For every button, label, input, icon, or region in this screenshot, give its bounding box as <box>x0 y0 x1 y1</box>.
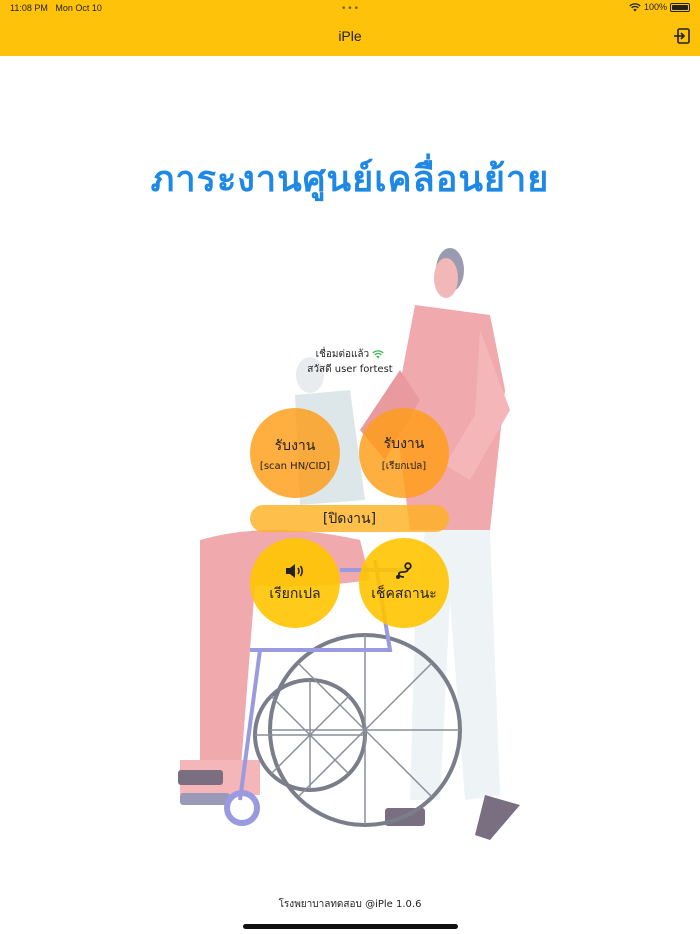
connection-status-text: เชื่อมต่อแล้ว <box>315 349 370 360</box>
receive-job-scan-label: รับงาน <box>274 437 316 454</box>
wifi-connected-icon <box>372 349 385 358</box>
footer-text: โรงพยาบาลทดสอบ @iPle 1.0.6 <box>278 899 422 910</box>
check-status-button[interactable]: เช็คสถานะ <box>359 538 449 628</box>
status-date: Mon Oct 10 <box>55 3 102 13</box>
call-stretcher-button[interactable]: เรียกเปล <box>250 538 340 628</box>
home-indicator[interactable] <box>243 924 458 929</box>
wheelchair-illustration <box>178 248 520 840</box>
check-status-label: เช็คสถานะ <box>371 585 437 602</box>
route-icon <box>396 561 412 579</box>
connection-status: เชื่อมต่อแล้ว <box>300 347 400 362</box>
status-right: 100% <box>629 2 690 12</box>
user-greeting: สวัสดี user fortest <box>307 364 393 375</box>
logout-icon[interactable] <box>672 26 692 46</box>
receive-job-call-button[interactable]: รับงาน [เรียกเปล] <box>359 408 449 498</box>
close-job-label: [ปิดงาน] <box>322 510 377 527</box>
receive-job-call-label: รับงาน <box>383 435 425 452</box>
call-stretcher-label: เรียกเปล <box>269 585 321 602</box>
battery-icon <box>670 2 690 12</box>
close-job-button[interactable]: [ปิดงาน] <box>250 505 449 532</box>
receive-job-scan-sub: [scan HN/CID] <box>259 460 331 472</box>
wifi-status-icon <box>629 2 641 11</box>
battery-percent: 100% <box>643 2 667 12</box>
app-title: iPle <box>338 28 362 44</box>
multitask-dots[interactable]: ••• <box>341 4 360 14</box>
receive-job-call-sub: [เรียกเปล] <box>381 460 427 472</box>
top-bar: 11:08 PM Mon Oct 10 ••• 100% iPle <box>0 0 700 56</box>
page-title: ภาระงานศูนย์เคลื่อนย้าย <box>150 159 550 200</box>
receive-job-scan-button[interactable]: รับงาน [scan HN/CID] <box>250 408 340 498</box>
status-time: 11:08 PM Mon Oct 10 <box>10 3 102 13</box>
speaker-icon <box>286 563 304 578</box>
status-clock: 11:08 PM <box>10 3 48 13</box>
